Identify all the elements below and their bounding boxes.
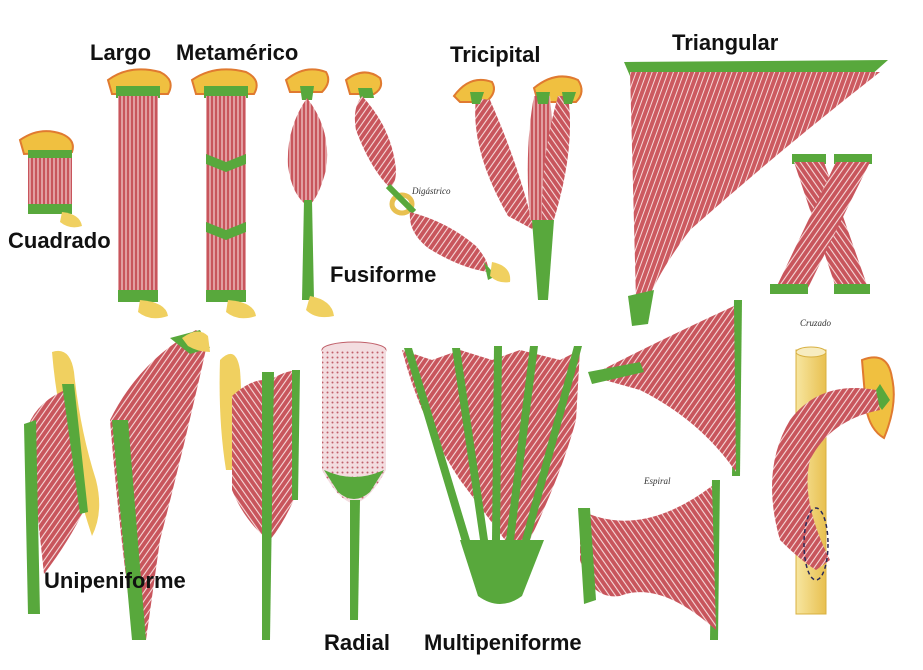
espiral-bone-muscle bbox=[772, 347, 894, 614]
label-unipeniforme: Unipeniforme bbox=[44, 570, 186, 592]
label-cruzado: Cruzado bbox=[800, 318, 831, 328]
cruzado-muscle bbox=[770, 154, 872, 294]
largo-muscle bbox=[108, 69, 171, 318]
label-tricipital: Tricipital bbox=[450, 44, 540, 66]
metamerico-muscle bbox=[192, 69, 257, 318]
espiral-muscle bbox=[578, 300, 742, 640]
cuadrado-muscle bbox=[20, 131, 82, 227]
label-digastrico: Digástrico bbox=[412, 186, 451, 196]
radial-muscle bbox=[322, 342, 386, 620]
label-metamerico: Metamérico bbox=[176, 42, 298, 64]
multipeniforme-muscle bbox=[402, 346, 582, 604]
label-multipeniforme: Multipeniforme bbox=[424, 632, 582, 654]
label-espiral: Espiral bbox=[644, 476, 671, 486]
label-cuadrado: Cuadrado bbox=[8, 230, 111, 252]
label-largo: Largo bbox=[90, 42, 151, 64]
fusiforme-muscle bbox=[286, 69, 334, 317]
label-radial: Radial bbox=[324, 632, 390, 654]
label-triangular: Triangular bbox=[672, 32, 778, 54]
label-fusiforme: Fusiforme bbox=[330, 264, 436, 286]
unipeniforme-muscle bbox=[24, 330, 300, 640]
